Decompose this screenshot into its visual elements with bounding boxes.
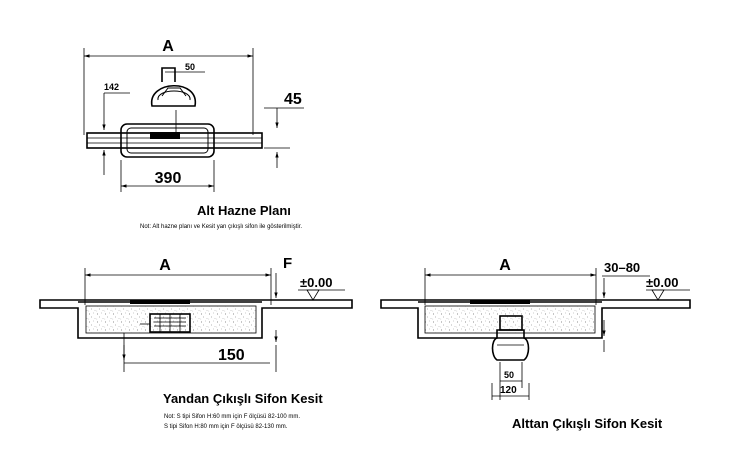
dim-f-label: F [283,255,292,272]
level-marker [651,289,665,301]
bottom-outlet-title: Alttan Çıkışlı Sifon Kesit [512,416,663,431]
floor-slab [39,299,353,339]
dim-a-label: A [162,38,174,55]
dim-45-label: 45 [284,91,302,108]
top-view-plan: A 50 142 45 390 Alt Hazne Planı [83,38,304,230]
level-marker [306,289,320,301]
dim-50-label: 50 [504,370,514,380]
dim-a-label: A [159,257,171,274]
collector-body [120,123,215,158]
side-outlet-note-2: S tipi Sifon H:80 mm için F ölçüsü 82-13… [164,424,288,430]
dim-50-label: 50 [185,62,195,72]
siphon-bowl [491,329,530,361]
dim-142-label: 142 [104,82,119,92]
dim-120-label: 120 [500,385,517,396]
side-outlet-title: Yandan Çıkışlı Sifon Kesit [163,391,323,406]
bottom-outlet-section: A 30–80 ±0.00 50 120 Alttan Çıkışlı Sifo… [380,257,691,431]
level-label: ±0.00 [646,275,678,290]
side-outlet-note-1: Not: S tipi Sifon H:60 mm için F ölçüsü … [164,414,300,420]
outlet-body [151,85,196,107]
floor-slab [380,299,691,339]
dim-150-label: 150 [218,347,245,364]
outlet-hole [150,132,180,139]
screed-fill [425,306,595,333]
top-view-title: Alt Hazne Planı [197,203,291,218]
top-view-note: Not: Alt hazne planı ve Kesit yan çıkışl… [140,224,302,230]
dim-390-label: 390 [155,170,182,187]
dim-a-label: A [499,257,511,274]
outlet-neck [161,67,176,82]
dim-range-label: 30–80 [604,260,640,275]
level-label: ±0.00 [300,275,332,290]
side-outlet-section: A F ±0.00 150 Yandan Çıkışlı Sifon Kesit… [39,255,353,430]
screed-fill [86,306,256,333]
